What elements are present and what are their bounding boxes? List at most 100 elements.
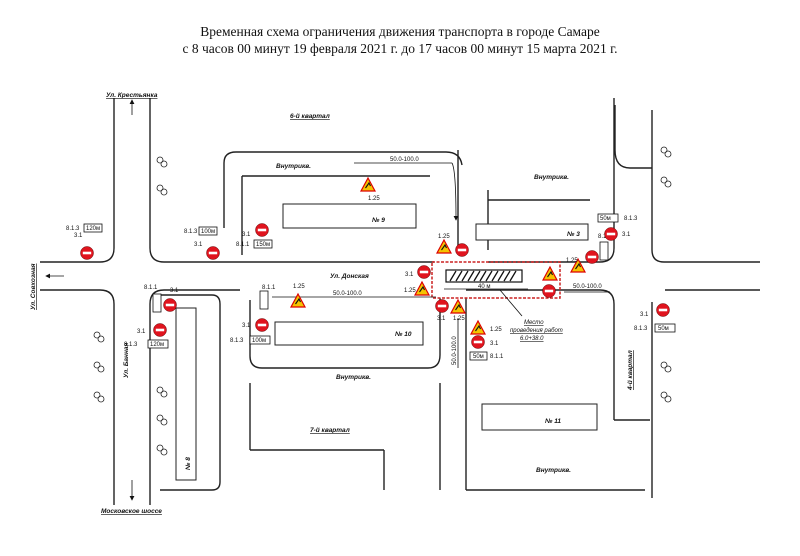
sign-code: 3.1 [490,341,499,347]
street-sovkhoznaya: Ул. Совхозная [30,263,37,310]
plate [83,223,103,233]
distance-4: 50.0-100.0 [452,336,458,365]
plate [249,335,271,345]
no-entry-sign-icon [153,323,167,337]
plate-50c: 50м [658,326,669,332]
plate [147,339,169,349]
trees [93,146,672,456]
sign-code: 3.1 [170,288,179,294]
tree-icon [660,361,672,373]
sign-code: 1.25 [490,327,502,333]
sign-code: 3.1 [437,316,446,322]
sign-code: 1.25 [566,258,578,264]
sign-code: 3.1 [74,233,83,239]
plate [599,241,609,261]
sign-code: 3.1 [242,232,251,238]
no-entry-sign-icon [255,318,269,332]
plate-150: 150м [256,242,270,248]
no-entry-sign-icon [455,243,469,257]
warning-roadworks-sign-icon [450,299,466,314]
tree-icon [156,444,168,456]
street-donskaya: Ул. Донская [330,273,369,280]
tree-icon [156,386,168,398]
sign-code: 8.1.1 [144,285,158,291]
quarter-4: 4-й квартал [626,350,634,391]
tree-icon [660,176,672,188]
sign-code: 8.1.1 [262,285,276,291]
no-entry-sign-icon [417,265,431,279]
sign-code: 8.1.1 [490,354,504,360]
no-entry-sign-icon [471,335,485,349]
quarter-6: 6-й квартал [290,112,330,120]
tree-icon [93,331,105,343]
inner-label-2: Внутрикв. [534,174,569,181]
distance-1: 50.0-100.0 [390,157,419,163]
building-3 [475,223,589,241]
inner-label-3: Внутрикв. [336,374,371,381]
street-bannaya: Ул. Банная [123,343,130,378]
work-zone: 40 м Место проведения работ 6.0+38.0 [431,261,563,342]
no-entry-sign-icon [656,303,670,317]
work-site-label-1: Место [524,320,544,326]
tree-icon [660,146,672,158]
distance-3: 50.0-100.0 [573,284,602,290]
tree-icon [660,391,672,403]
sign-code: 8.1.3 [124,342,138,348]
sign-code: 1.25 [404,288,416,294]
diagram-title-line2: с 8 часов 00 минут 19 февраля 2021 г. до… [182,41,618,56]
building-9 [282,203,417,229]
no-entry-sign-icon [206,246,220,260]
plate-120: 120м [86,226,100,232]
no-entry-sign-icon [255,223,269,237]
plate [597,213,619,223]
sign-code: 1.25 [293,284,305,290]
building-10 [274,321,424,346]
inner-label-1: Внутрикв. [276,163,311,170]
sign-code: 1.25 [368,196,380,202]
building-10-label: № 10 [395,331,412,338]
work-zone-hatch [449,270,517,282]
no-entry-sign-icon [435,299,449,313]
warning-roadworks-sign-icon [436,239,452,254]
sign-code: 8.1.1 [236,242,250,248]
work-zone-length: 40 м [478,284,490,290]
plate [253,239,273,249]
building-8 [175,307,197,481]
plate-100: 100м [201,229,215,235]
warning-roadworks-sign-icon [290,293,306,308]
tree-icon [156,156,168,168]
sign-code: 3.1 [622,232,631,238]
diagram-title-line1: Временная схема ограничения движения тра… [200,24,600,39]
no-entry-sign-icon [585,250,599,264]
plate-100b: 100м [252,338,266,344]
inner-label-4: Внутрикв. [536,467,571,474]
street-krestyanka: Ул. Крестьянка [106,92,158,99]
tree-icon [156,414,168,426]
plate [198,226,218,236]
no-entry-sign-icon [163,298,177,312]
plate [469,351,488,361]
street-moskovskoe: Московское шоссе [101,508,162,515]
tree-icon [93,391,105,403]
plate [259,290,269,310]
sign-code: 8.1.3 [634,326,648,332]
plate-50b: 50м [600,216,611,222]
building-3-label: № 3 [567,231,580,238]
plate [654,323,676,333]
sign-code: 8.1.3 [184,229,198,235]
sign-code: 1.25 [453,316,465,322]
quarter-7: 7-й квартал [310,426,350,434]
warning-roadworks-sign-icon [360,177,376,192]
sign-code: 8.1.3 [624,216,638,222]
no-entry-sign-icon [80,246,94,260]
building-11 [481,403,598,431]
tree-icon [156,184,168,196]
warning-roadworks-sign-icon [470,320,486,335]
plate [152,293,162,313]
warning-roadworks-sign-icon [414,281,430,296]
sign-code: 3.1 [242,323,251,329]
tree-icon [93,361,105,373]
distance-2: 50.0-100.0 [333,291,362,297]
buildings: № 9 № 3 № 10 № 11 № 8 [175,203,598,481]
